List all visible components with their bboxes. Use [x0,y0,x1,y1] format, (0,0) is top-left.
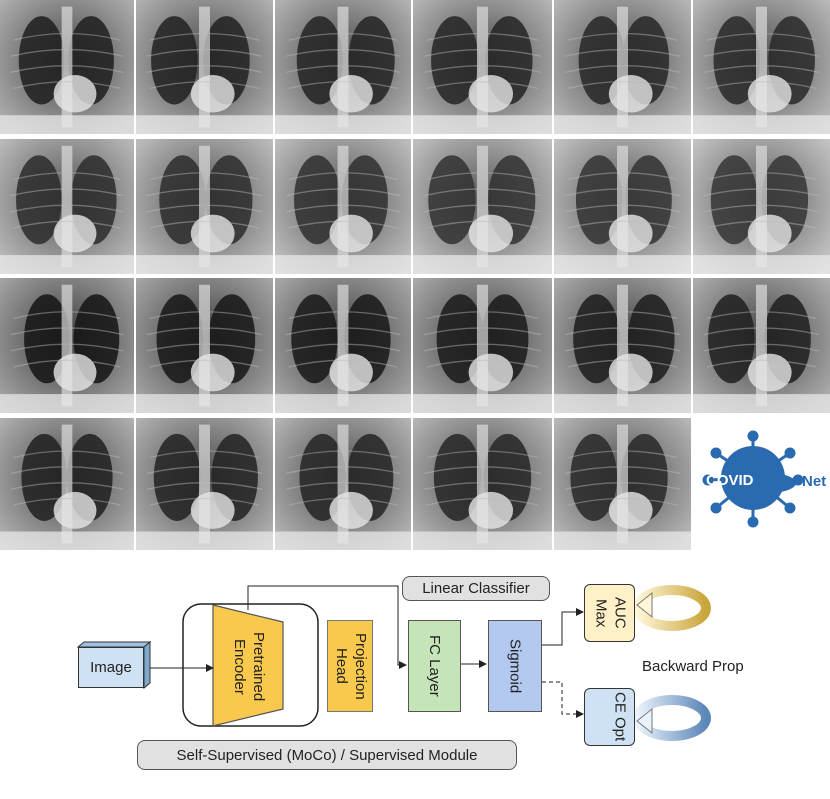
xray-tile [0,278,134,413]
xray-tile [413,418,552,550]
xray-tile [136,0,273,134]
xray-tile [554,139,691,274]
xray-tile [0,139,134,274]
covid-net-logo: COVID Net [698,428,828,528]
architecture-diagram: Image Pretrained Encoder Projection Head… [0,560,830,799]
logo-text-covid: COVID [706,472,754,489]
logo-text-net: Net [802,473,827,490]
image-input-box: Image [78,647,144,688]
xray-tile [413,278,552,413]
module-label: Self-Supervised (MoCo) / Supervised Modu… [137,740,517,770]
xray-tile [0,0,134,134]
xray-tile [275,139,411,274]
projection-head-label: Projection Head [333,632,369,700]
projection-head-box: Projection Head [327,620,373,712]
xray-tile [275,278,411,413]
xray-tile [136,139,273,274]
virus-icon [702,430,804,528]
xray-image-grid [0,0,830,550]
xray-tile [275,0,411,134]
sigmoid-box: Sigmoid [488,620,542,712]
diagram-connectors [76,585,711,741]
fc-layer-box: FC Layer [408,620,461,712]
sigmoid-label: Sigmoid [506,638,524,694]
xray-tile [554,418,691,550]
xray-tile [0,418,134,550]
fc-layer-label: FC Layer [426,635,443,697]
xray-tile [413,139,552,274]
xray-tile [413,0,552,134]
pretrained-encoder-box: Pretrained Encoder [214,622,282,712]
ce-opt-box: CE Opt [584,688,635,746]
xray-tile [275,418,411,550]
auc-max-label: AUC Max [592,597,629,629]
xray-tile [554,0,691,134]
backward-prop-label: Backward Prop [642,658,744,675]
xray-tile [693,278,830,413]
xray-tile [136,278,273,413]
xray-tile [693,139,830,274]
auc-max-box: AUC Max [584,584,635,642]
xray-tile [554,278,691,413]
pretrained-encoder-label: Pretrained Encoder [231,632,267,702]
ce-opt-label: CE Opt [611,692,629,742]
image-label: Image [90,659,132,676]
xray-tile [693,0,830,134]
linear-classifier-label: Linear Classifier [402,576,550,601]
xray-tile [136,418,273,550]
